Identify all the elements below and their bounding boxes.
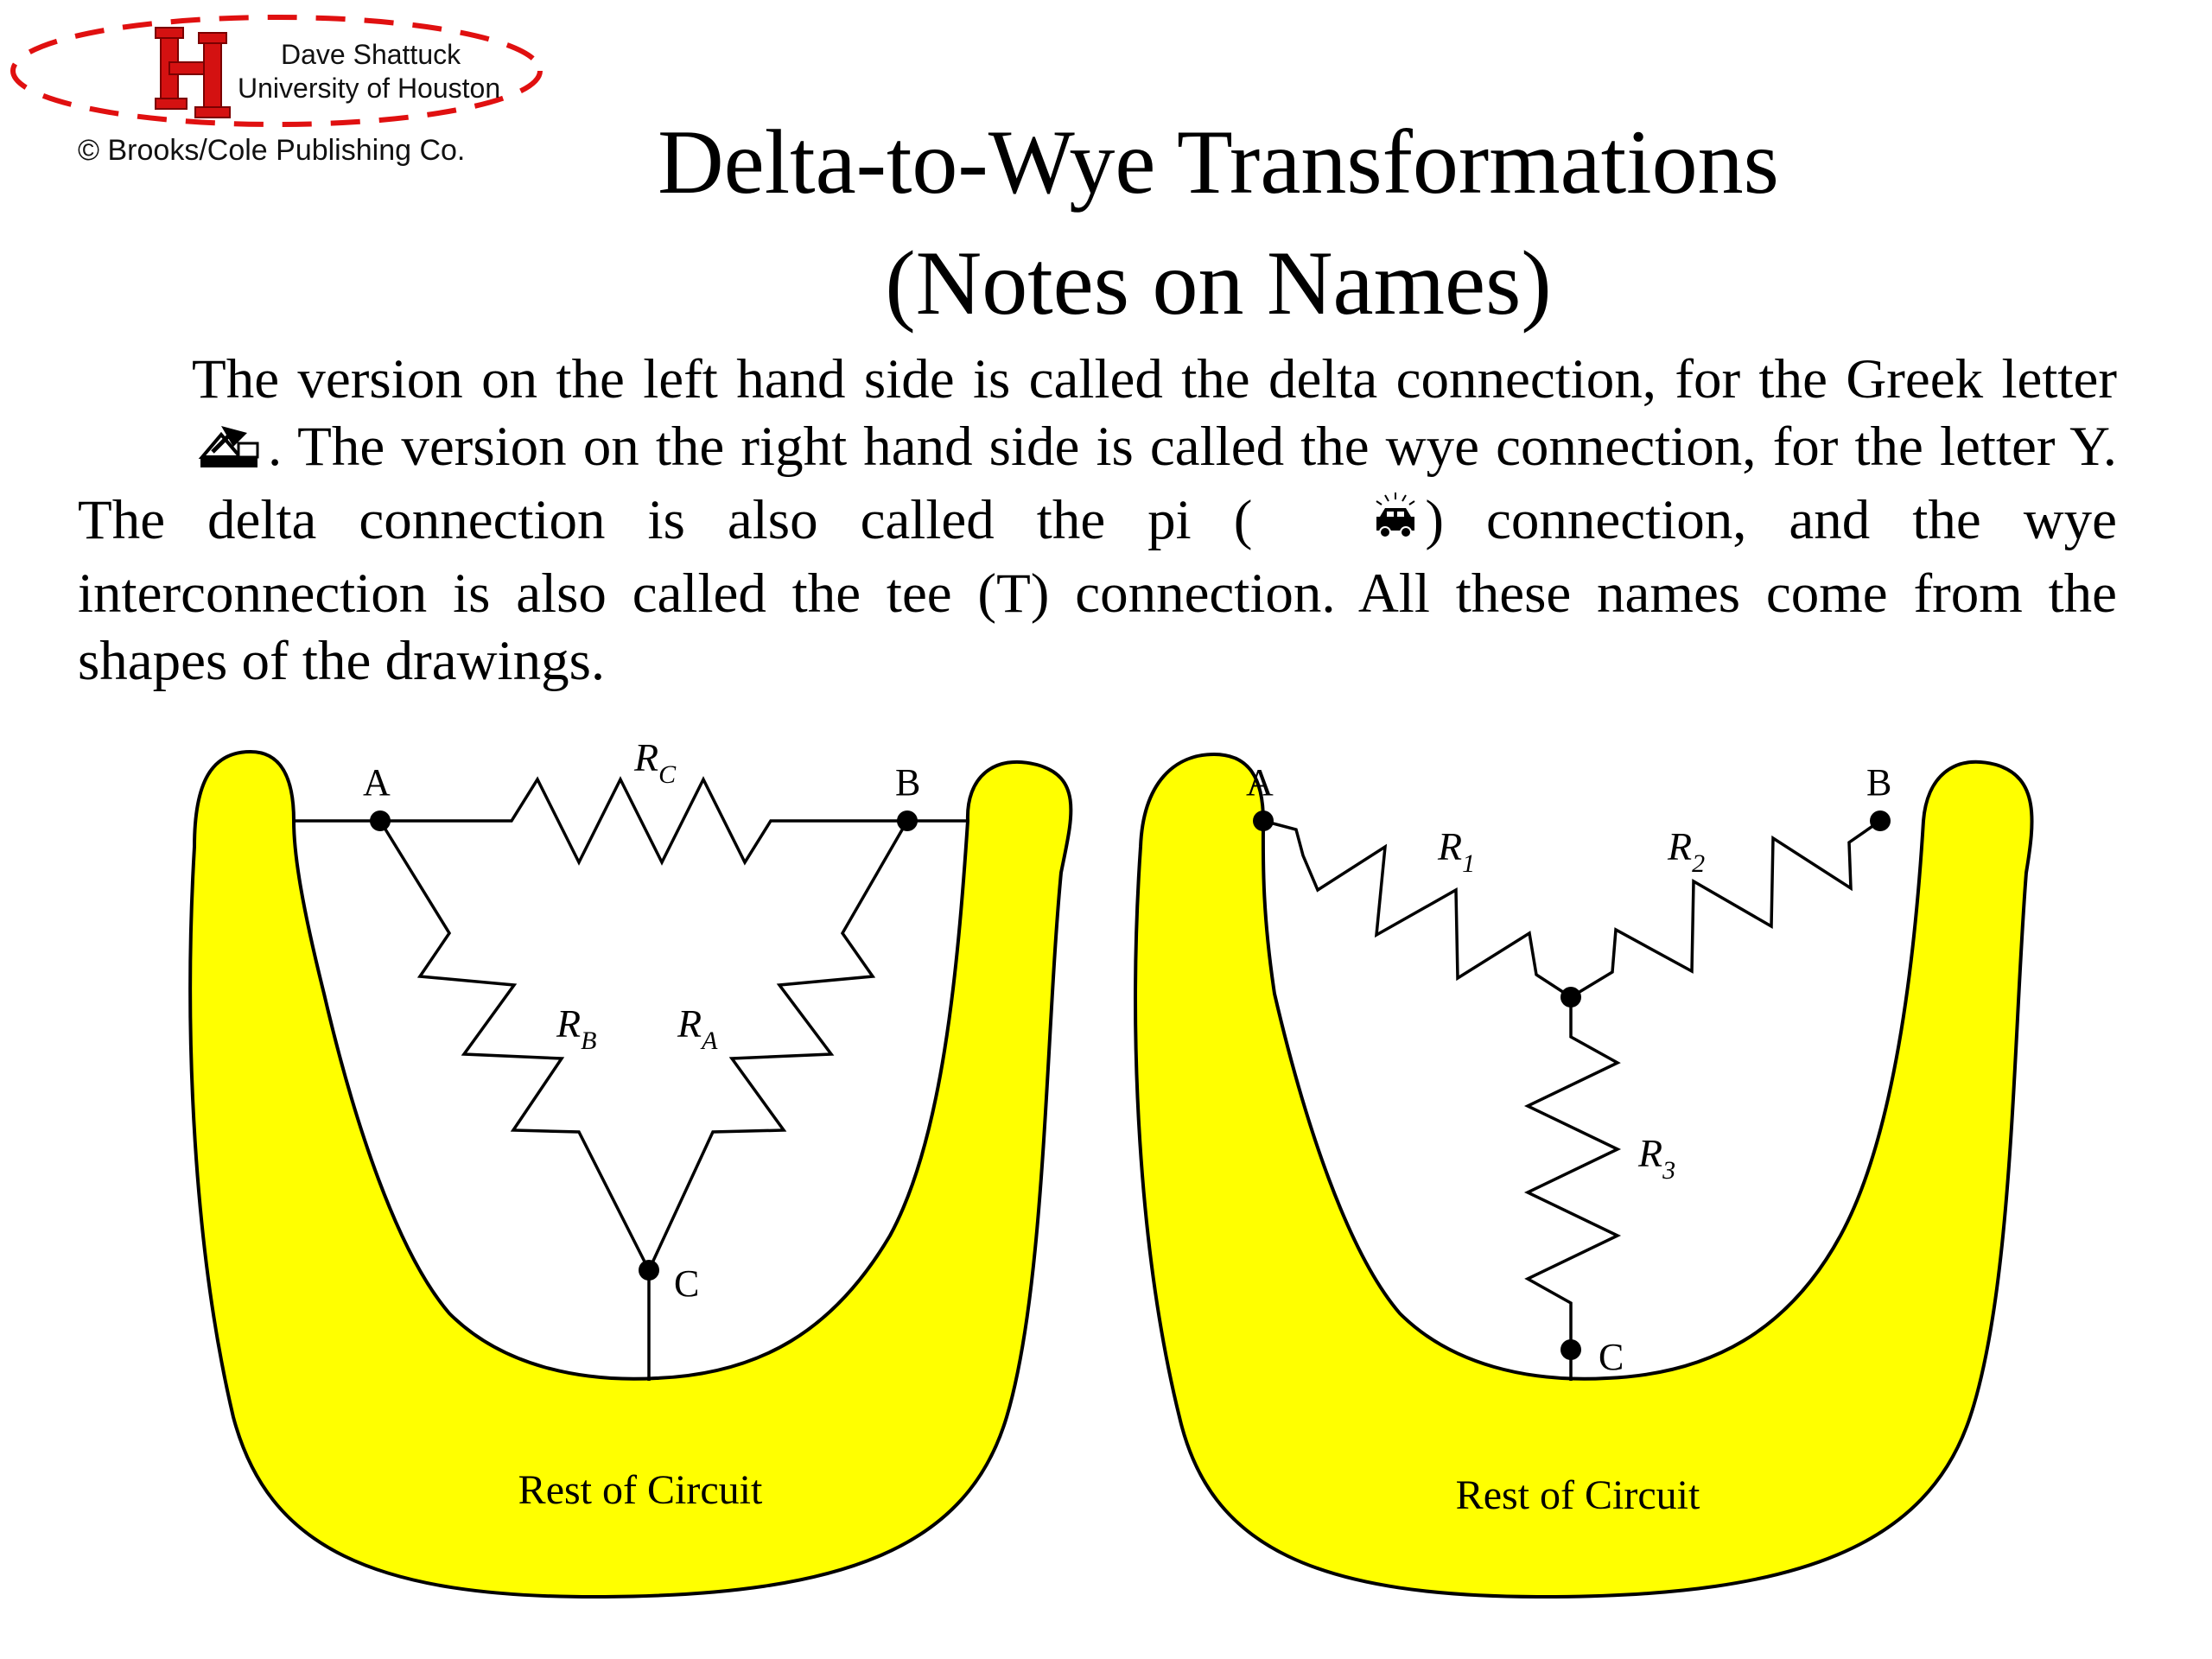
delta-label-a: A [363, 761, 391, 804]
wye-node-a [1253, 810, 1274, 831]
delta-node-b [897, 810, 918, 831]
delta-label-c: C [674, 1262, 699, 1305]
delta-resistor-ra-label: RA [677, 1001, 718, 1055]
delta-resistor-rb-label: RB [556, 1001, 596, 1055]
wye-node-b [1870, 810, 1891, 831]
delta-node-a [370, 810, 391, 831]
slide-title: Delta-to-Wye Transformations (Notes on N… [570, 102, 1866, 344]
author-name: Dave Shattuck [281, 39, 461, 70]
university-name: University of Houston [238, 73, 501, 104]
wye-node-c [1560, 1339, 1581, 1360]
wye-rest-of-circuit-label: Rest of Circuit [1456, 1472, 1700, 1518]
wye-label-c: C [1599, 1336, 1624, 1378]
delta-symbol-placeholder-icon [81, 417, 264, 486]
wye-resistor-r3 [1523, 997, 1622, 1350]
wye-center-node [1560, 987, 1581, 1007]
title-line-1: Delta-to-Wye Transformations [658, 111, 1779, 213]
delta-label-b: B [895, 761, 920, 804]
wye-label-a: A [1246, 761, 1274, 804]
pi-symbol-placeholder-icon [1255, 491, 1421, 560]
uh-logo-icon [10, 15, 543, 127]
delta-diagram: A B C RC RB RA Rest of Circuit [188, 735, 1073, 1599]
delta-rest-of-circuit-label: Rest of Circuit [518, 1467, 763, 1513]
body-paragraph: The version on the left hand side is cal… [78, 346, 2117, 695]
wye-resistor-r2-label: R2 [1667, 824, 1705, 878]
wye-label-b: B [1866, 761, 1891, 804]
body-segment-2: . The version on the right hand side is … [78, 416, 2117, 552]
wye-diagram: A B C R1 R2 R3 Rest of Circuit [1134, 752, 2034, 1599]
logo-area: Dave Shattuck University of Houston © Br… [0, 0, 570, 181]
body-segment-3: ) connection, and the wye interconnectio… [78, 489, 2117, 693]
wye-resistor-r1-label: R1 [1437, 824, 1475, 878]
copyright-notice: © Brooks/Cole Publishing Co. [78, 134, 466, 167]
delta-resistor-rc-label: RC [633, 735, 677, 789]
delta-resistor-rb [378, 820, 651, 1271]
body-segment-1: The version on the left hand side is cal… [192, 348, 2117, 410]
wye-resistor-r3-label: R3 [1637, 1131, 1675, 1185]
title-line-2: (Notes on Names) [885, 232, 1552, 334]
delta-resistor-rc [380, 776, 907, 866]
delta-resistor-ra [647, 820, 909, 1271]
wye-resistor-r1 [1262, 819, 1572, 999]
delta-rest-of-circuit-blob [188, 749, 1073, 1599]
delta-node-c [639, 1260, 659, 1281]
wye-rest-of-circuit-blob [1134, 752, 2034, 1599]
wye-resistor-r2 [1570, 819, 1881, 999]
